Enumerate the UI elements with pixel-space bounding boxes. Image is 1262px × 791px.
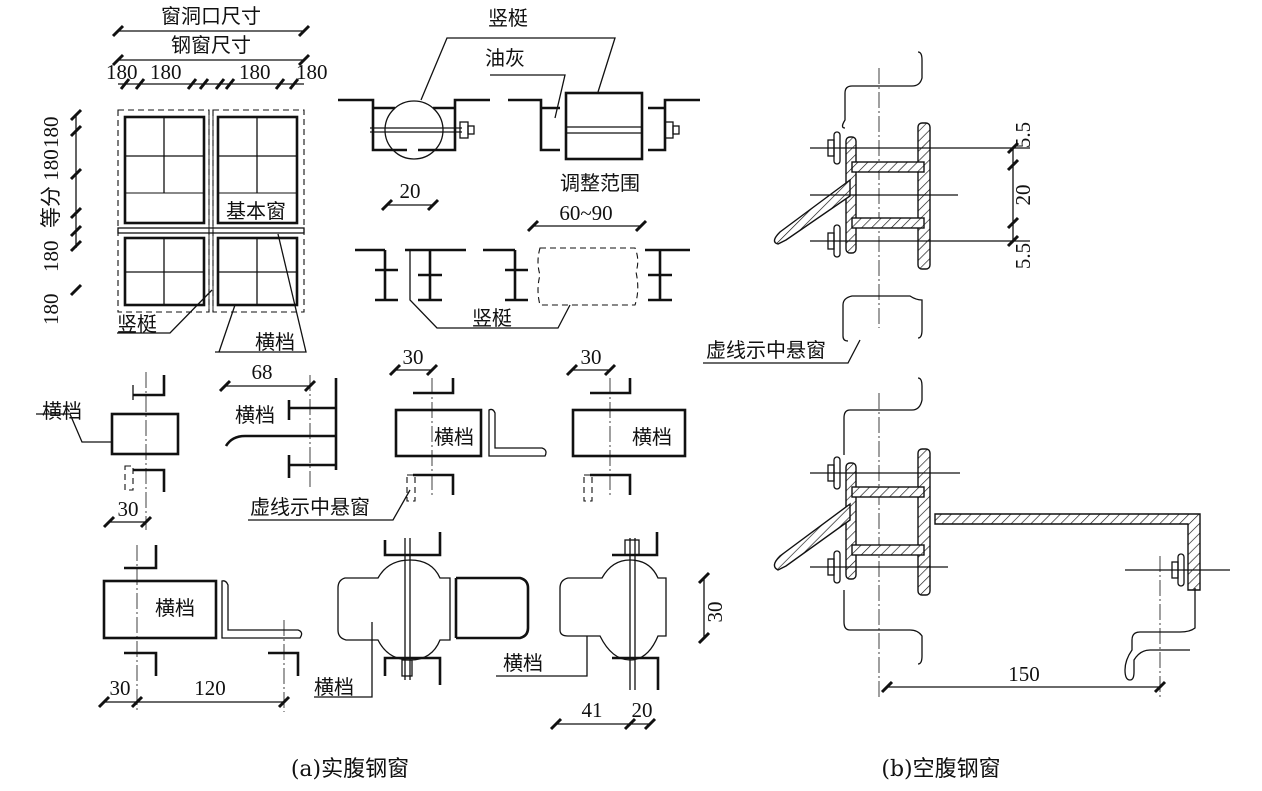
transom-1-dim: 30 xyxy=(118,497,139,521)
mullion-bottom-label: 竖梃 xyxy=(472,306,512,330)
mullion-top-label: 竖梃 xyxy=(488,6,528,30)
transom-5-label: 横档 xyxy=(155,596,195,620)
hopper-note: 虚线示中悬窗 xyxy=(250,495,370,519)
left-dim-1: 180 xyxy=(39,117,63,149)
transom-3-dim: 30 xyxy=(403,345,424,369)
hollow-section-bottom: 150 xyxy=(773,377,1230,700)
transom-detail-5: 横档 30 120 xyxy=(97,545,303,712)
gap-dim: 20 xyxy=(400,179,421,203)
window-elevation: 窗洞口尺寸 钢窗尺寸 180 180 180 180 基本窗 xyxy=(39,4,328,354)
dim-5-5-top: 5.5 xyxy=(1011,122,1035,148)
left-dim-4: 180 xyxy=(39,241,63,273)
mullion-label: 竖梃 xyxy=(117,312,157,336)
transom-detail-1: 横档 30 xyxy=(36,372,180,530)
transom-5-dim-1: 30 xyxy=(110,676,131,700)
adjust-range-dim: 60~90 xyxy=(559,201,612,225)
transom-4-label: 横档 xyxy=(632,425,672,449)
transom-3-label: 横档 xyxy=(434,425,474,449)
hopper-note-b: 虚线示中悬窗 xyxy=(706,338,826,362)
top-dim-4: 180 xyxy=(296,60,328,84)
transom-4-dim: 30 xyxy=(581,345,602,369)
transom-7-dim-2: 20 xyxy=(632,698,653,722)
dim-150: 150 xyxy=(1008,662,1040,686)
transom-5-dim-2: 120 xyxy=(194,676,226,700)
dim-20: 20 xyxy=(1011,185,1035,206)
transom-6-label: 横档 xyxy=(314,675,354,699)
top-dim-2: 180 xyxy=(150,60,182,84)
top-dim-1: 180 xyxy=(106,60,138,84)
transom-detail-2: 68 横档 xyxy=(218,360,338,490)
window-size-label: 钢窗尺寸 xyxy=(171,33,251,57)
basic-window-label: 基本窗 xyxy=(226,199,286,223)
transom-detail-6: 横档 xyxy=(314,532,530,699)
adjust-range-label: 调整范围 xyxy=(560,171,640,195)
transom-7-label: 横档 xyxy=(503,651,543,675)
hollow-section-top: 5.5 20 5.5 虚线示中悬窗 xyxy=(703,51,1035,364)
left-dim-2: 等分 180 xyxy=(39,149,63,228)
caption-a: (a)实腹钢窗 xyxy=(291,757,409,782)
transom-label: 横档 xyxy=(255,330,295,354)
left-dim-5: 180 xyxy=(39,294,63,326)
transom-7-vertical-dim: 30 xyxy=(703,602,727,623)
opening-size-label: 窗洞口尺寸 xyxy=(161,4,261,28)
transom-detail-4: 30 横档 xyxy=(565,345,687,502)
adjustable-section xyxy=(537,247,639,306)
transom-1-label: 横档 xyxy=(42,399,82,423)
putty-label: 油灰 xyxy=(485,46,525,70)
top-dim-3: 180 xyxy=(239,60,271,84)
transom-2-dim: 68 xyxy=(252,360,273,384)
transom-bar xyxy=(117,227,305,234)
transom-7-dim-1: 41 xyxy=(582,698,603,722)
transom-detail-3: 30 横档 虚线示中悬窗 xyxy=(248,345,547,521)
caption-b: (b)空腹钢窗 xyxy=(881,757,1000,782)
transom-detail-7: 横档 30 41 20 xyxy=(496,532,727,731)
mullion-details: 竖梃 油灰 20 调整范围 60~90 xyxy=(338,6,700,330)
transom-2-label: 横档 xyxy=(235,403,275,427)
dim-5-5-bottom: 5.5 xyxy=(1011,243,1035,269)
